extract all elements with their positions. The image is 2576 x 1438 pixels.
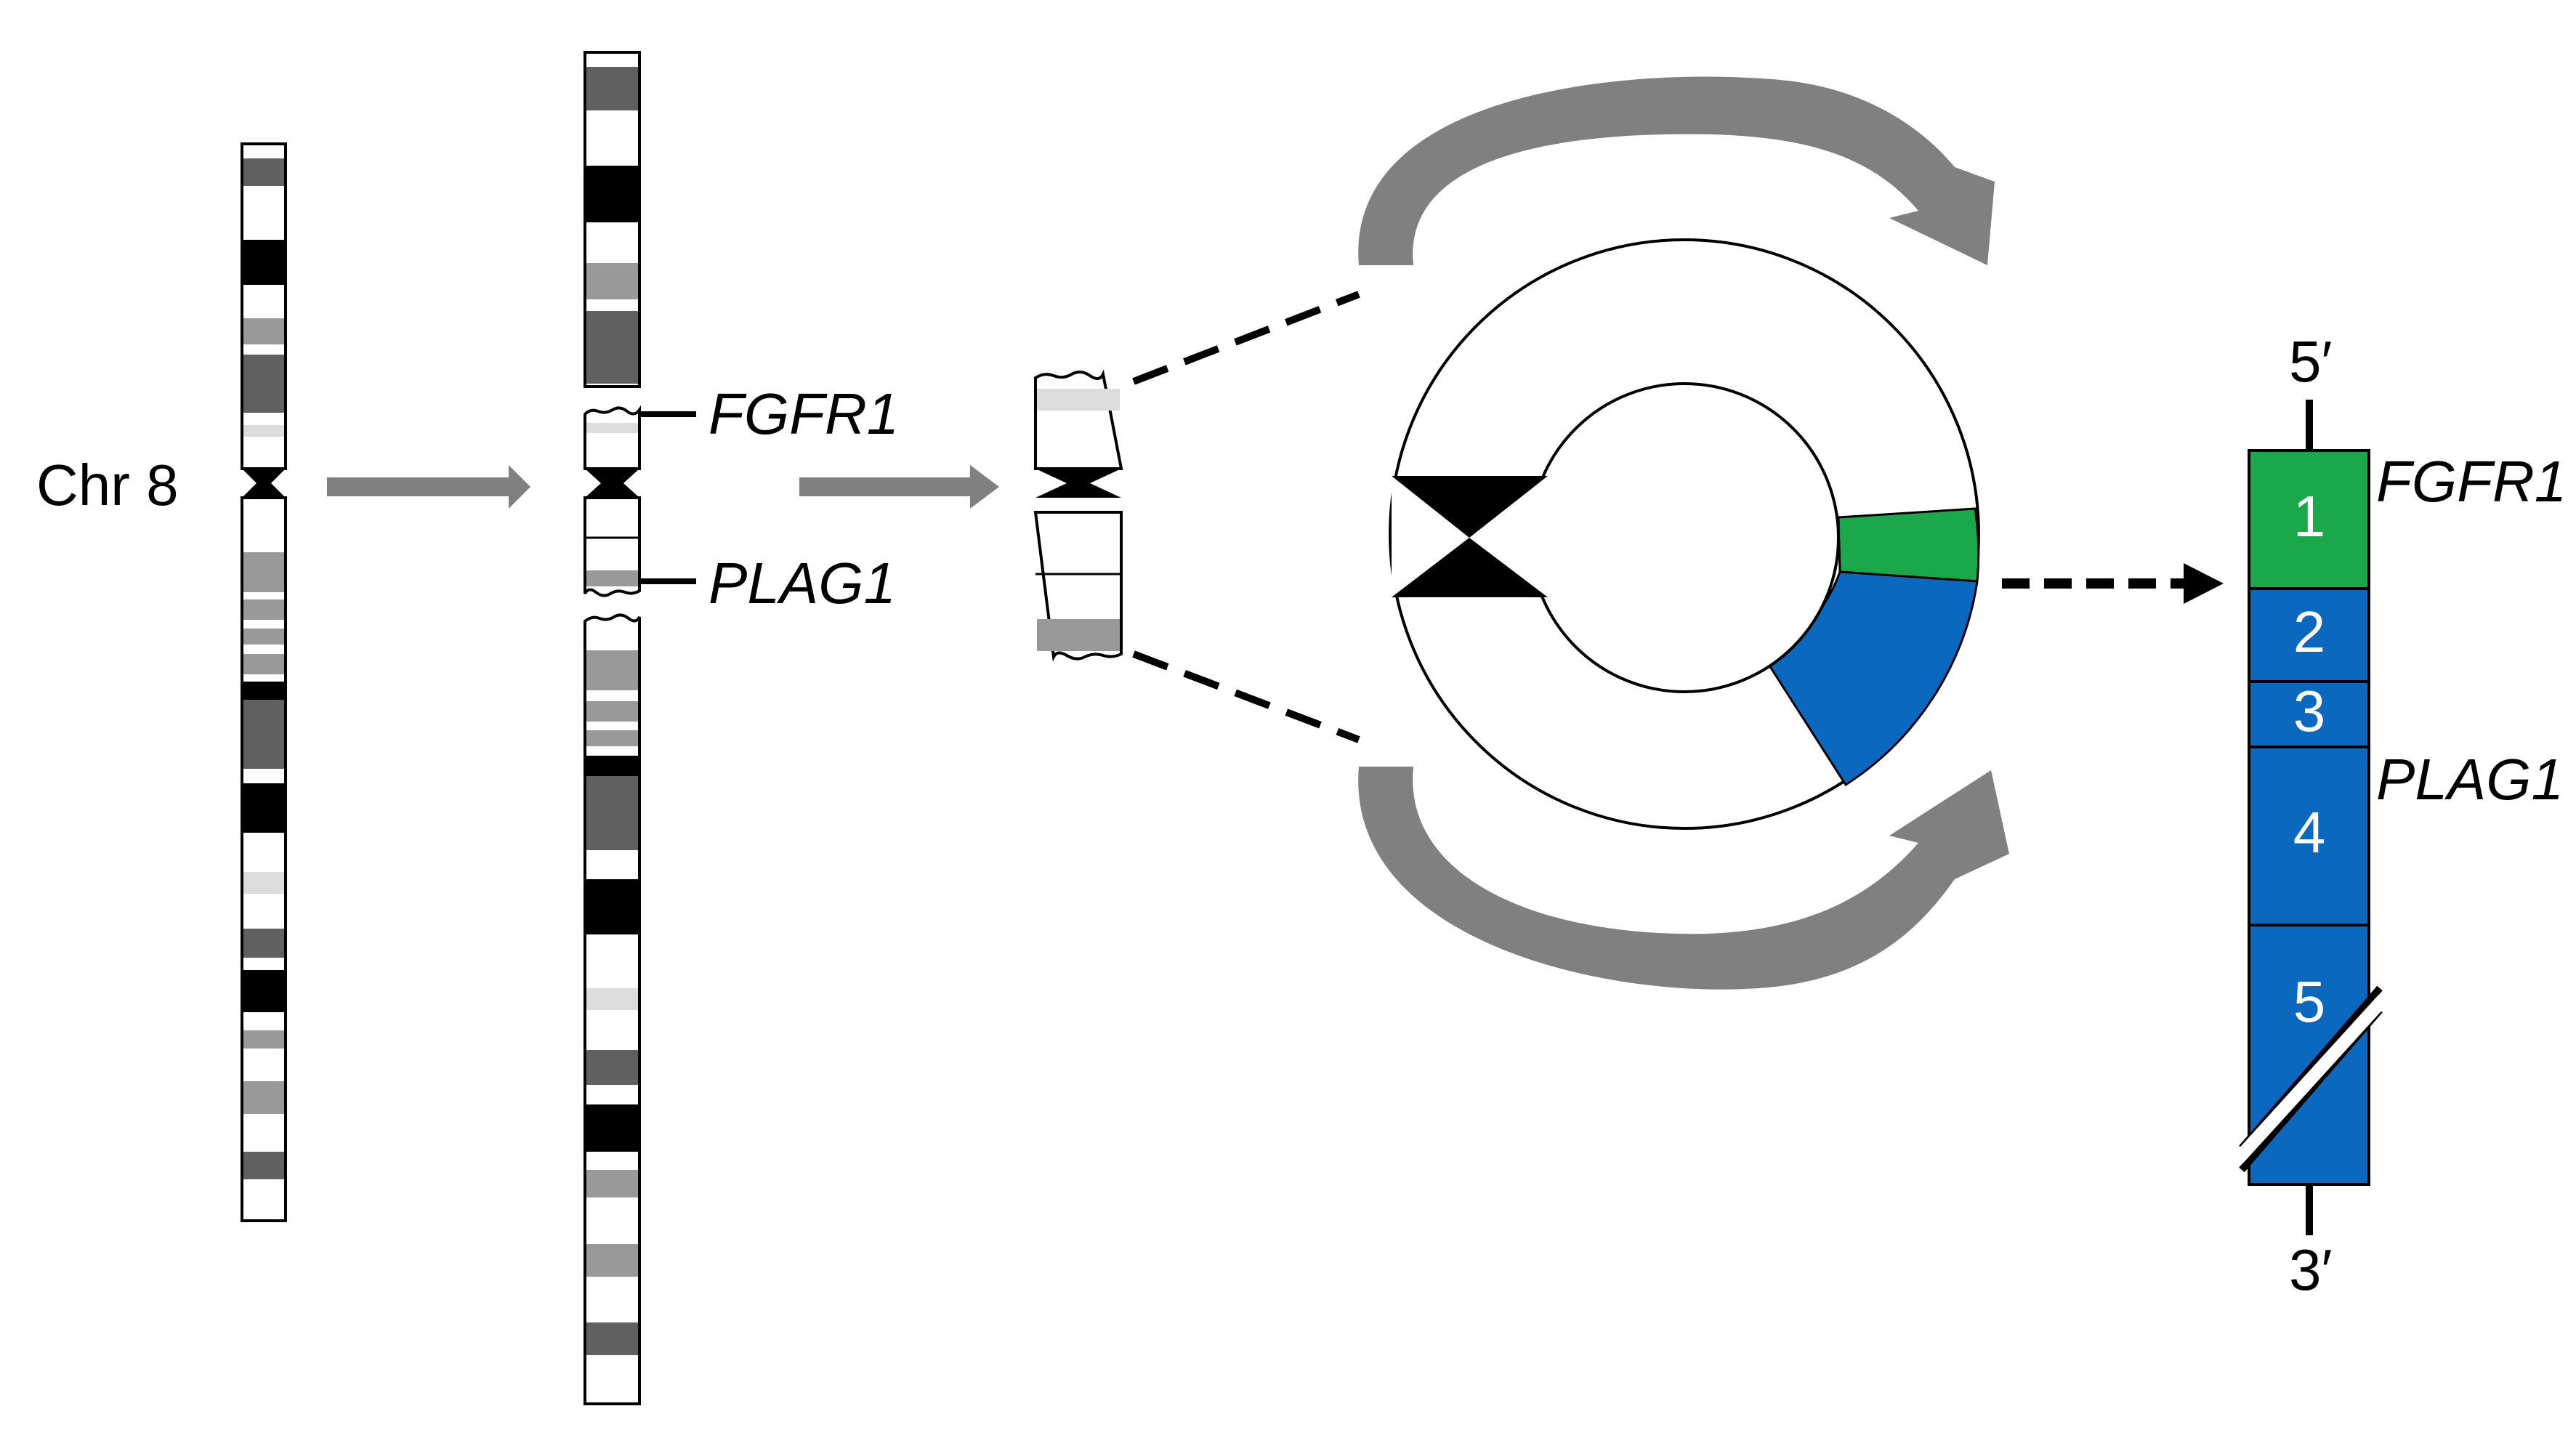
- exon-5-label: 5: [2293, 969, 2326, 1034]
- ring-chromosome: [1389, 238, 1980, 830]
- dashed-connector-top: [1132, 291, 1360, 385]
- process-arrow-2: [799, 465, 999, 509]
- fusion-transcript: [2233, 400, 2389, 1235]
- plag1-label-fusion: PLAG1: [2376, 747, 2564, 812]
- excised-fragment: [1033, 369, 1123, 662]
- five-prime-label: 5′: [2289, 329, 2333, 394]
- fgfr1-label-fusion: FGFR1: [2376, 449, 2567, 514]
- exon-2-box: [2248, 587, 2370, 683]
- rotation-arrow-top: [1358, 76, 1995, 265]
- fgfr1-label-chromosome: FGFR1: [708, 381, 899, 446]
- exon-4-label: 4: [2293, 800, 2326, 865]
- dashed-arrow-to-fusion: [2002, 563, 2224, 604]
- exon-3-box: [2248, 680, 2370, 748]
- plag1-label-chromosome: PLAG1: [708, 551, 896, 615]
- exon-4-box: [2248, 746, 2370, 926]
- exon-1-label: 1: [2293, 484, 2326, 549]
- dashed-connector-bottom: [1132, 650, 1360, 743]
- chromosome-8-with-breakpoints: [584, 51, 641, 1405]
- three-prime-label: 3′: [2289, 1237, 2333, 1302]
- chromosome-8-ideogram: [241, 142, 287, 1222]
- rotation-arrow-bottom: [1358, 767, 2009, 990]
- chromosome-label: Chr 8: [36, 453, 179, 517]
- exon-3-label: 3: [2293, 679, 2326, 743]
- exon-2-label: 2: [2293, 599, 2326, 664]
- process-arrow-1: [327, 465, 530, 509]
- exon-1-box: [2248, 449, 2370, 590]
